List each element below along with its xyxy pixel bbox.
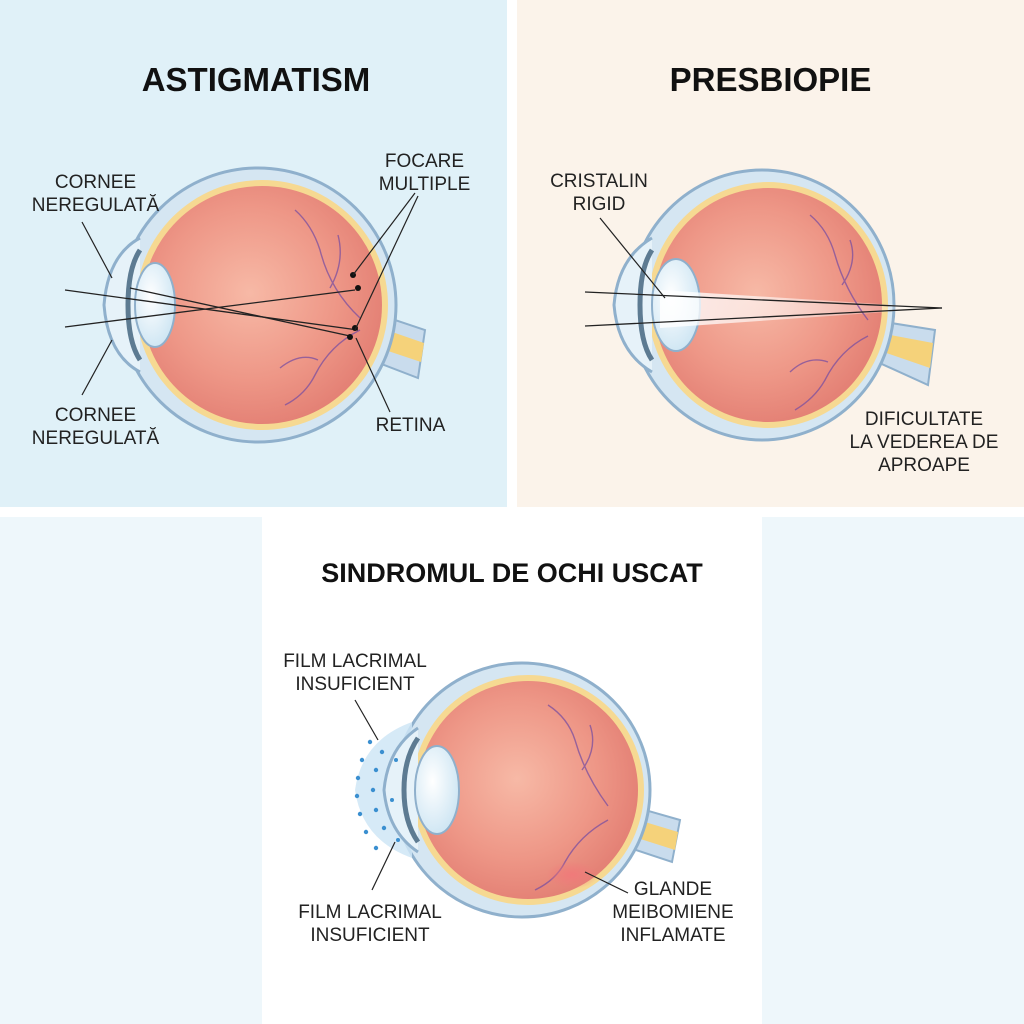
lens <box>134 262 176 348</box>
leader-line <box>599 217 666 299</box>
astigmatism-title: ASTIGMATISM <box>141 61 371 98</box>
label-multiple-foci: FOCARE MULTIPLE <box>378 151 471 195</box>
vitreous <box>142 186 382 424</box>
label-cornea-irregular-top: CORNEE NEREGULATĂ <box>31 172 160 216</box>
lens <box>414 745 460 835</box>
label-near-vision-difficulty: DIFICULTATE LA VEDEREA DE APROAPE <box>849 409 999 476</box>
tear-dots <box>354 739 400 851</box>
label-retina: RETINA <box>375 415 446 436</box>
label-rigid-lens: CRISTALIN RIGID <box>550 171 648 215</box>
meibomian-glands-inflamed <box>546 861 598 889</box>
retinal-vessels <box>279 209 361 406</box>
retinal-vessels <box>789 214 869 411</box>
presbyopia-title: PRESBIOPIE <box>669 61 872 98</box>
iris <box>401 736 421 844</box>
dry-eye-title: SINDROMUL DE OCHI USCAT <box>321 558 703 588</box>
iris <box>125 248 143 362</box>
light-rays <box>64 287 359 337</box>
label-cornea-irregular-bottom: CORNEE NEREGULATĂ <box>31 405 160 449</box>
vitreous <box>418 681 638 899</box>
light-rays <box>584 291 943 327</box>
leader-lines <box>354 699 629 894</box>
iris <box>637 248 655 362</box>
label-tear-film-bottom: FILM LACRIMAL INSUFICIENT <box>298 902 442 946</box>
dry-eye-eye <box>354 661 682 919</box>
astigmatism-eye <box>64 166 427 444</box>
presbyopia-eye <box>584 168 943 442</box>
label-meibomian-glands: GLANDE MEIBOMIENE INFLAMATE <box>612 879 734 946</box>
label-tear-film-top: FILM LACRIMAL INSUFICIENT <box>283 651 427 695</box>
leader-lines <box>81 192 419 413</box>
